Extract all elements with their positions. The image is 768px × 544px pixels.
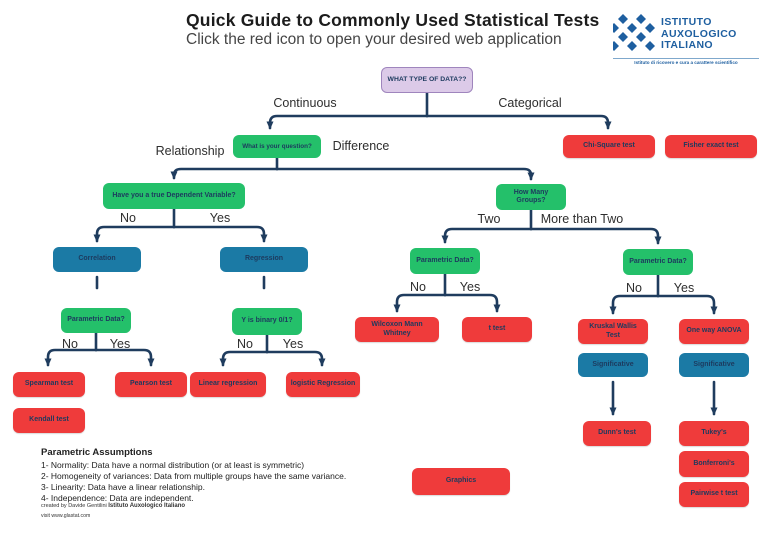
node-what-type-of-data: WHAT TYPE OF DATA?? [381,67,473,93]
institute-tagline: Istituto di ricovero e cura a carattere … [613,58,759,65]
assumption-item: 2- Homogeneity of variances: Data from m… [41,471,347,481]
branch-label-continuous: Continuous [273,96,337,110]
node-spearman-test[interactable]: Spearman test [13,372,85,397]
node-t-test[interactable]: t test [462,317,532,342]
node-kruskal-wallis-test[interactable]: Kruskal Wallis Test [578,319,648,344]
node-tukeys-test[interactable]: Tukey's [679,421,749,446]
node-parametric-data-more-groups: Parametric Data? [623,249,693,275]
branch-label-no: No [120,211,136,225]
branch-label-yes: Yes [282,337,304,351]
node-y-is-binary: Y is binary 0/1? [232,308,302,335]
node-what-is-your-question: What is your question? [233,135,321,158]
node-how-many-groups: How Many Groups? [496,184,566,210]
branch-label-two: Two [477,212,501,226]
institute-logo: ISTITUTO AUXOLOGICO ITALIANO Istituto di… [609,13,759,65]
branch-label-yes: Yes [673,281,695,295]
node-regression: Regression [220,247,308,272]
institute-name: ISTITUTO AUXOLOGICO ITALIANO [661,16,737,52]
page-title: Quick Guide to Commonly Used Statistical… [186,10,600,30]
branch-label-relationship: Relationship [155,144,225,158]
branch-label-difference: Difference [332,139,390,153]
assumption-item: 4- Independence: Data are independent. [41,493,194,503]
branch-label-yes: Yes [209,211,231,225]
branch-label-yes: Yes [459,280,481,294]
credit-line: created by Davide Gentilini Istituto Aux… [41,503,186,509]
node-one-way-anova[interactable]: One way ANOVA [679,319,749,344]
branch-label-categorical: Categorical [498,96,562,110]
node-pearson-test[interactable]: Pearson test [115,372,187,397]
node-parametric-data-correlation: Parametric Data? [61,308,131,333]
branch-label-no: No [62,337,78,351]
node-kendall-test[interactable]: Kendall test [13,408,85,433]
node-logistic-regression[interactable]: logistic Regression [286,372,360,397]
node-graphics[interactable]: Graphics [412,468,510,495]
branch-label-no: No [410,280,426,294]
branch-label-no: No [237,337,253,351]
assumption-item: 1- Normality: Data have a normal distrib… [41,460,305,470]
node-fisher-exact-test[interactable]: Fisher exact test [665,135,757,158]
assumptions-title: Parametric Assumptions [41,447,153,458]
node-pairwise-t-test[interactable]: Pairwise t test [679,482,749,507]
node-significative-kruskal: Significative [578,353,648,377]
node-dunns-test[interactable]: Dunn's test [583,421,651,446]
page-subtitle: Click the red icon to open your desired … [186,31,562,48]
branch-label-more-than-two: More than Two [540,212,624,226]
node-true-dependent-variable: Have you a true Dependent Variable? [103,183,245,209]
node-parametric-data-two-groups: Parametric Data? [410,248,480,274]
branch-label-no: No [626,281,642,295]
parametric-assumptions: Parametric Assumptions 1- Normality: Dat… [41,447,346,504]
node-significative-anova: Significative [679,353,749,377]
assumption-item: 3- Linearity: Data have a linear relatio… [41,482,205,492]
node-chi-square-test[interactable]: Chi-Square test [563,135,655,158]
visit-line: visit www.glastat.com [41,513,91,519]
diamond-lattice-icon [609,13,655,56]
branch-label-yes: Yes [109,337,131,351]
node-wilcoxon-mann-whitney[interactable]: Wilcoxon Mann Whitney [355,317,439,342]
node-bonferronis-test[interactable]: Bonferroni's [679,451,749,477]
node-correlation: Correlation [53,247,141,272]
credit-org: Istituto Auxologico Italiano [108,503,186,509]
node-linear-regression[interactable]: Linear regression [190,372,266,397]
